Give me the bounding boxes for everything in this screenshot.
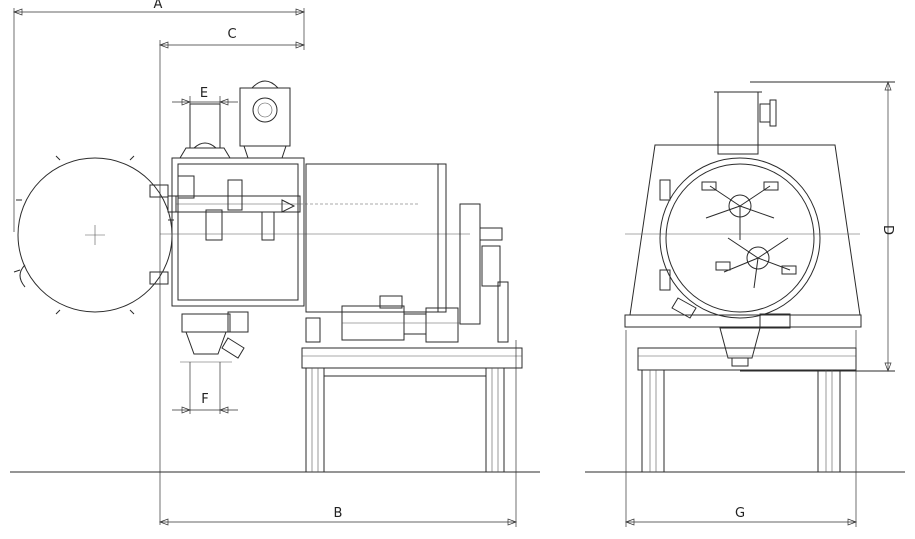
door-circle [13,155,174,315]
end-view [624,81,895,473]
dimension-label-f: F [201,392,208,407]
dimension-label-b: B [334,506,343,521]
end-frame [637,347,857,473]
end-bottom-outlet [719,313,895,372]
side-view [13,80,523,473]
drive-motor [305,281,509,343]
vent-nozzle [239,80,291,159]
dimension-a: A [13,0,305,232]
dimension-d: D [880,81,895,372]
dimension-c: C [159,27,305,525]
support-frame [301,347,523,473]
drum-section [300,163,503,325]
dimension-label-a: A [154,0,163,12]
discharge-valve [180,311,249,363]
dimension-e: E [172,86,238,108]
dimension-label-c: C [227,27,236,42]
dimension-label-g: G [735,506,745,521]
end-housing [624,144,862,328]
end-drum [625,157,860,319]
mixer-body [160,157,470,307]
dimension-label-e: E [200,86,208,101]
dimension-b: B [159,340,517,527]
end-top-nozzle [714,81,895,155]
dimension-g: G [625,330,857,527]
dimension-f: F [172,362,238,414]
dimension-label-d: D [880,225,895,235]
inlet-nozzle [179,103,231,159]
